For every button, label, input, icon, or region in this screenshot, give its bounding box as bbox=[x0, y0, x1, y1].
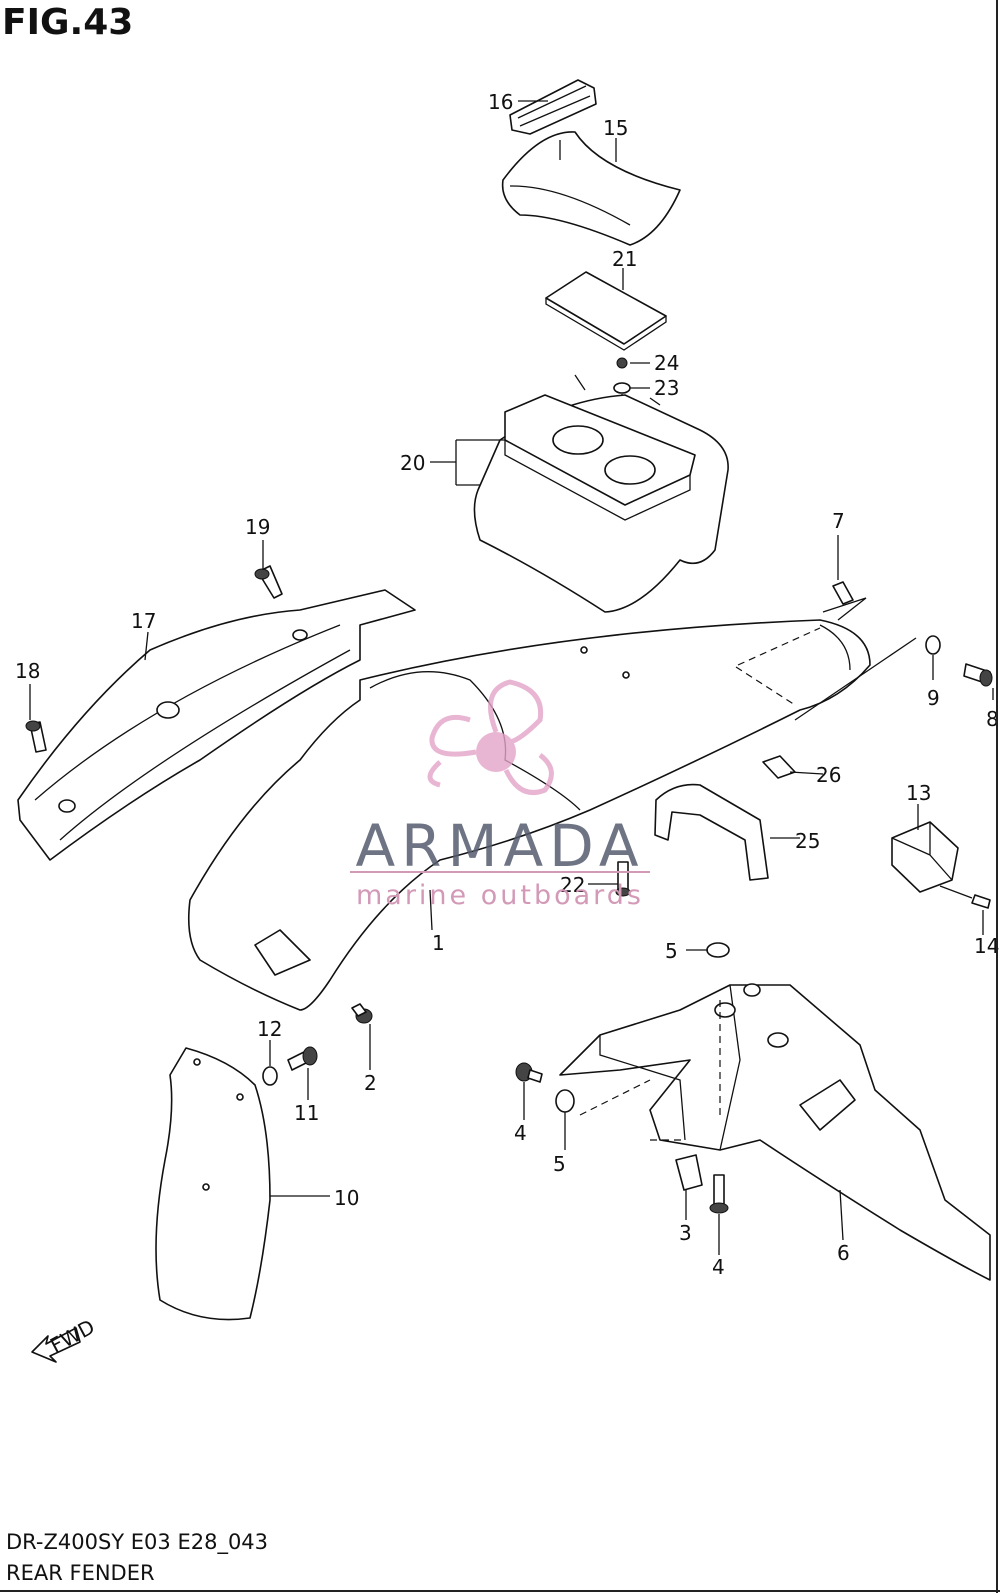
part-4-bolt-upper[interactable] bbox=[515, 1062, 543, 1083]
callout-9: 9 bbox=[927, 686, 940, 710]
callout-18: 18 bbox=[15, 659, 40, 683]
frame-border-right bbox=[996, 0, 998, 1593]
part-15-tool-bag[interactable] bbox=[501, 131, 681, 246]
part-25-grip[interactable] bbox=[654, 783, 769, 881]
fwd-label: FWD bbox=[46, 1315, 98, 1358]
callout-4-lower: 4 bbox=[712, 1255, 725, 1279]
callout-10: 10 bbox=[334, 1186, 359, 1210]
part-9-washer[interactable] bbox=[925, 635, 941, 655]
callout-20: 20 bbox=[400, 451, 425, 475]
part-19-bolt[interactable] bbox=[254, 565, 283, 599]
callout-17: 17 bbox=[131, 609, 156, 633]
part-2-bolt[interactable] bbox=[351, 1003, 373, 1024]
part-17-side-cover[interactable] bbox=[17, 589, 416, 861]
callout-7: 7 bbox=[832, 509, 845, 533]
callout-14: 14 bbox=[974, 934, 999, 958]
part-18-bolt[interactable] bbox=[25, 720, 47, 753]
callout-2: 2 bbox=[364, 1071, 377, 1095]
part-26-tag[interactable] bbox=[762, 755, 796, 779]
part-21-pad[interactable] bbox=[545, 271, 667, 351]
callout-5-lower: 5 bbox=[553, 1152, 566, 1176]
frame-border-bottom bbox=[0, 1590, 1000, 1592]
callout-12: 12 bbox=[257, 1017, 282, 1041]
callout-11: 11 bbox=[294, 1101, 319, 1125]
part-7-clip[interactable] bbox=[832, 581, 854, 605]
callout-13: 13 bbox=[906, 781, 931, 805]
callout-4-upper: 4 bbox=[514, 1121, 527, 1145]
callout-21: 21 bbox=[612, 247, 637, 271]
callout-25: 25 bbox=[795, 829, 820, 853]
callout-19: 19 bbox=[245, 515, 270, 539]
callout-16: 16 bbox=[488, 90, 513, 114]
part-12-washer[interactable] bbox=[262, 1066, 278, 1086]
model-code: DR-Z400SY E03 E28_043 bbox=[6, 1530, 269, 1554]
leader-lines bbox=[29, 100, 994, 1255]
part-5-grommet-upper[interactable] bbox=[706, 942, 730, 958]
callout-5-upper: 5 bbox=[665, 939, 678, 963]
callout-26: 26 bbox=[816, 763, 841, 787]
part-16-strap[interactable] bbox=[509, 79, 597, 135]
propeller-icon bbox=[427, 679, 554, 795]
callout-22: 22 bbox=[560, 873, 585, 897]
part-4-bolt-lower[interactable] bbox=[709, 1174, 729, 1214]
fwd-arrow-icon: FWD bbox=[31, 1315, 99, 1363]
part-23-washer[interactable] bbox=[613, 382, 631, 394]
part-13-relay[interactable] bbox=[891, 821, 959, 893]
part-5-grommet-lower[interactable] bbox=[555, 1089, 575, 1113]
watermark-tagline: marine outboards bbox=[355, 880, 644, 911]
callout-3: 3 bbox=[679, 1221, 692, 1245]
callout-6: 6 bbox=[837, 1241, 850, 1265]
figure-title: FIG.43 bbox=[2, 2, 134, 43]
part-1-rear-fender[interactable] bbox=[187, 619, 871, 1011]
part-6-license-bracket[interactable] bbox=[559, 983, 991, 1281]
part-10-mud-flap[interactable] bbox=[155, 1047, 271, 1321]
part-14-screw[interactable] bbox=[971, 894, 991, 909]
callout-8: 8 bbox=[986, 707, 999, 731]
part-8-bolt[interactable] bbox=[963, 663, 993, 687]
callout-15: 15 bbox=[603, 116, 628, 140]
part-20-tool-tray[interactable] bbox=[473, 374, 729, 613]
watermark-brand: ARMADA bbox=[355, 812, 645, 880]
callout-1: 1 bbox=[432, 931, 445, 955]
callout-23: 23 bbox=[654, 376, 679, 400]
part-11-bolt[interactable] bbox=[287, 1046, 318, 1071]
part-3-clip[interactable] bbox=[675, 1154, 703, 1191]
callout-24: 24 bbox=[654, 351, 679, 375]
part-22-bolt[interactable] bbox=[615, 861, 631, 897]
section-name: REAR FENDER bbox=[6, 1561, 155, 1585]
part-24-nut[interactable] bbox=[616, 357, 628, 369]
